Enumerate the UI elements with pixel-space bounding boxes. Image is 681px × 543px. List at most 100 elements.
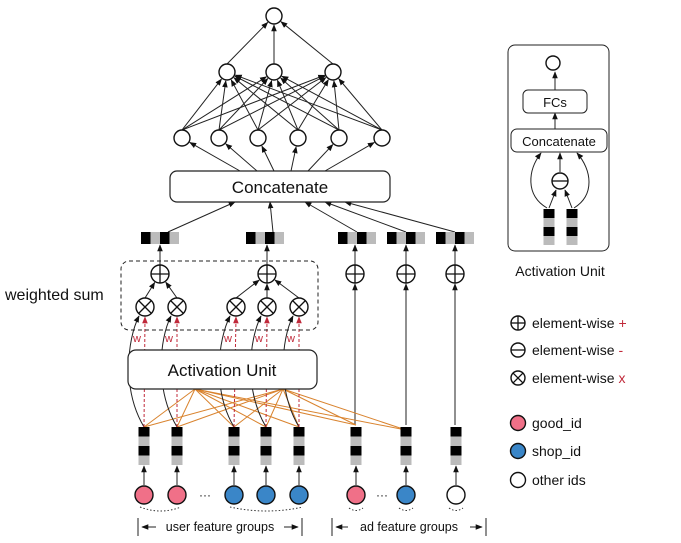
legend-item: element-wise+ — [510, 315, 627, 331]
legend-label: other ids — [532, 472, 586, 488]
hidden-node-layer2 — [218, 63, 236, 81]
user-ellipsis: ··· — [199, 488, 211, 502]
mlp-edge — [234, 75, 340, 131]
embedding-cell — [543, 236, 555, 245]
nodes — [173, 7, 391, 147]
hidden-node-layer1 — [289, 129, 307, 147]
embedding-cell — [171, 436, 183, 446]
embedding-cell — [260, 436, 272, 446]
mlp-edge — [230, 79, 259, 131]
feature-id-node — [224, 485, 244, 505]
embedding-cell — [138, 455, 150, 465]
legend-label: element-wise- — [532, 342, 623, 358]
legend-symbol: + — [618, 315, 626, 331]
attention-link — [194, 388, 267, 428]
d2 — [292, 300, 306, 314]
activation-unit-label: Activation Unit — [168, 361, 277, 380]
hidden-node-layer1 — [210, 129, 228, 147]
embedding-cell — [543, 227, 555, 236]
concat-to-hidden-edge — [307, 144, 334, 172]
feature-id-node — [167, 485, 187, 505]
concat-to-hidden-edge — [290, 146, 298, 172]
embedding-cell — [350, 427, 362, 437]
weight-label: w — [286, 333, 295, 345]
embedding-cell — [260, 455, 272, 465]
embedding-cell — [400, 446, 412, 456]
fcs-box — [522, 89, 588, 114]
embedding-cell — [450, 427, 462, 437]
mlp-edge — [280, 77, 340, 131]
embedding-cell — [450, 446, 462, 456]
ad-feature-groups-bracket — [331, 518, 487, 536]
circle-plus-icon — [257, 264, 277, 284]
embedding-cell — [160, 232, 170, 244]
mlp-edge — [233, 77, 299, 131]
concat-to-hidden-edge — [189, 142, 241, 172]
embedding-cell — [138, 427, 150, 437]
attention-link — [176, 388, 196, 428]
product-to-sum-edge — [165, 281, 178, 299]
embedding-cell — [445, 232, 455, 244]
feature-group-arc — [348, 507, 364, 511]
embedding-cell — [350, 446, 362, 456]
embedding-cell — [566, 227, 578, 236]
white-circle-icon — [509, 471, 527, 489]
mlp-edge — [218, 78, 269, 131]
panel-edge — [564, 189, 573, 209]
vector-to-concat-edge — [267, 201, 274, 233]
legend-item: good_id — [509, 414, 582, 432]
weighted-sum-label: weighted sum — [4, 287, 104, 304]
legend-item: shop_id — [509, 442, 581, 460]
mlp-edge — [281, 75, 383, 131]
mlp-edge — [297, 79, 329, 131]
mlp-edge — [280, 21, 334, 65]
embedding-cell — [138, 446, 150, 456]
embedding-cell — [228, 427, 240, 437]
embedding-vector — [436, 232, 474, 244]
feature-id-node — [396, 485, 416, 505]
d2 — [170, 300, 184, 314]
embedding-cell — [347, 232, 357, 244]
mlp-edge — [226, 21, 269, 65]
legend-text: element-wise — [532, 315, 615, 331]
panel-output-node — [545, 55, 561, 71]
embedding-cell — [293, 427, 305, 437]
mlp-edge — [218, 75, 326, 131]
embedding-cell — [274, 232, 284, 244]
concatenate-label: Concatenate — [232, 178, 328, 197]
panel-curve — [573, 152, 590, 209]
weight-label: w — [132, 333, 141, 345]
feature-group-arc — [139, 506, 182, 512]
vector-to-concat-edge — [324, 201, 407, 233]
feature-group-arc — [229, 506, 304, 512]
embedding-cell — [350, 436, 362, 446]
embedding-cell — [338, 232, 348, 244]
embedding-vector — [228, 427, 240, 465]
embedding-cell — [228, 455, 240, 465]
attention-link — [233, 388, 284, 428]
embedding-cell — [400, 455, 412, 465]
embedding-cell — [406, 232, 416, 244]
legend-text: element-wise — [532, 370, 615, 386]
blue-circle-icon — [509, 442, 527, 460]
legend-text: shop_id — [532, 443, 581, 459]
embedding-cell — [150, 232, 160, 244]
legend-text: other ids — [532, 472, 586, 488]
mlp-edge — [218, 80, 228, 131]
embedding-cell — [366, 232, 376, 244]
embedding-cell — [464, 232, 474, 244]
mlp-edge — [257, 80, 273, 131]
ad-feature-groups-label: ad feature groups — [360, 520, 458, 534]
embedding-vector — [400, 427, 412, 465]
embedding-vector — [246, 232, 284, 244]
circle-times-icon — [167, 297, 187, 317]
hidden-node-layer1 — [249, 129, 267, 147]
vector-to-concat-edge — [344, 200, 456, 233]
product-to-sum-edge — [274, 279, 300, 299]
hidden-node-layer1 — [173, 129, 191, 147]
